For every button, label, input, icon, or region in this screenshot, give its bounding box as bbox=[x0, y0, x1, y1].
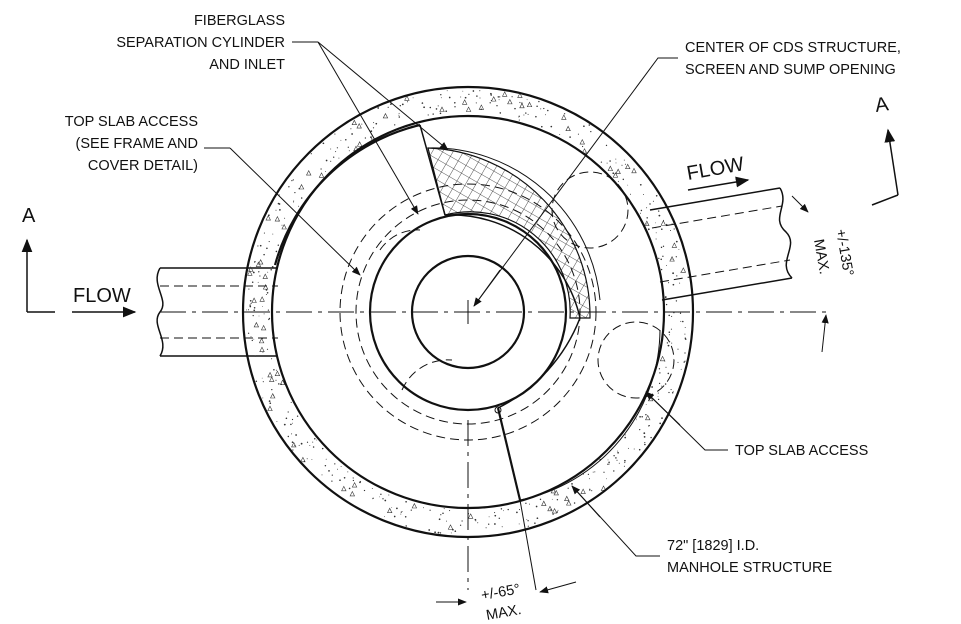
angle-top-value: +/-135° bbox=[832, 228, 856, 277]
top-slab-access-right bbox=[444, 214, 581, 319]
label-center-1: CENTER OF CDS STRUCTURE, bbox=[685, 40, 901, 56]
angle-top-max: MAX. bbox=[810, 238, 832, 276]
label-topslab-left-3: COVER DETAIL) bbox=[88, 158, 198, 174]
label-fiberglass-3: AND INLET bbox=[209, 57, 285, 73]
leader-top-slab-left: TOP SLAB ACCESS (SEE FRAME AND COVER DET… bbox=[65, 114, 361, 276]
section-mark-left: A bbox=[21, 205, 55, 313]
section-mark-right: A bbox=[871, 93, 899, 206]
label-fiberglass-2: SEPARATION CYLINDER bbox=[116, 35, 285, 51]
label-manhole-1: 72" [1829] I.D. bbox=[667, 538, 759, 554]
flow-label-left: FLOW bbox=[73, 285, 131, 307]
flow-label-right: FLOW bbox=[685, 153, 746, 185]
outlet-pipe bbox=[649, 187, 793, 301]
angle-bottom-value: +/-65° bbox=[480, 581, 521, 604]
flow-left: FLOW bbox=[72, 285, 137, 318]
leader-top-slab-right: TOP SLAB ACCESS bbox=[645, 391, 868, 459]
label-fiberglass-1: FIBERGLASS bbox=[194, 13, 285, 29]
label-topslab-left-2: (SEE FRAME AND bbox=[76, 136, 198, 152]
angle-dimension-top: +/-135° MAX. bbox=[791, 195, 856, 353]
label-center-2: SCREEN AND SUMP OPENING bbox=[685, 62, 896, 78]
label-manhole-2: MANHOLE STRUCTURE bbox=[667, 560, 832, 576]
section-label-right: A bbox=[874, 93, 891, 117]
angle-bottom-max: MAX. bbox=[485, 602, 523, 624]
label-topslab-right: TOP SLAB ACCESS bbox=[735, 443, 868, 459]
flow-right: FLOW bbox=[685, 153, 750, 191]
top-slab-access-left bbox=[273, 123, 421, 266]
leader-center: CENTER OF CDS STRUCTURE, SCREEN AND SUMP… bbox=[473, 40, 901, 307]
section-label-left: A bbox=[22, 205, 36, 227]
label-topslab-left-1: TOP SLAB ACCESS bbox=[65, 114, 198, 130]
angle-dimension-bottom: +/-65° MAX. bbox=[436, 499, 577, 624]
screen-hatch bbox=[427, 147, 591, 319]
leader-fiberglass: FIBERGLASS SEPARATION CYLINDER AND INLET bbox=[116, 13, 449, 215]
leader-manhole: 72" [1829] I.D. MANHOLE STRUCTURE bbox=[571, 485, 832, 576]
